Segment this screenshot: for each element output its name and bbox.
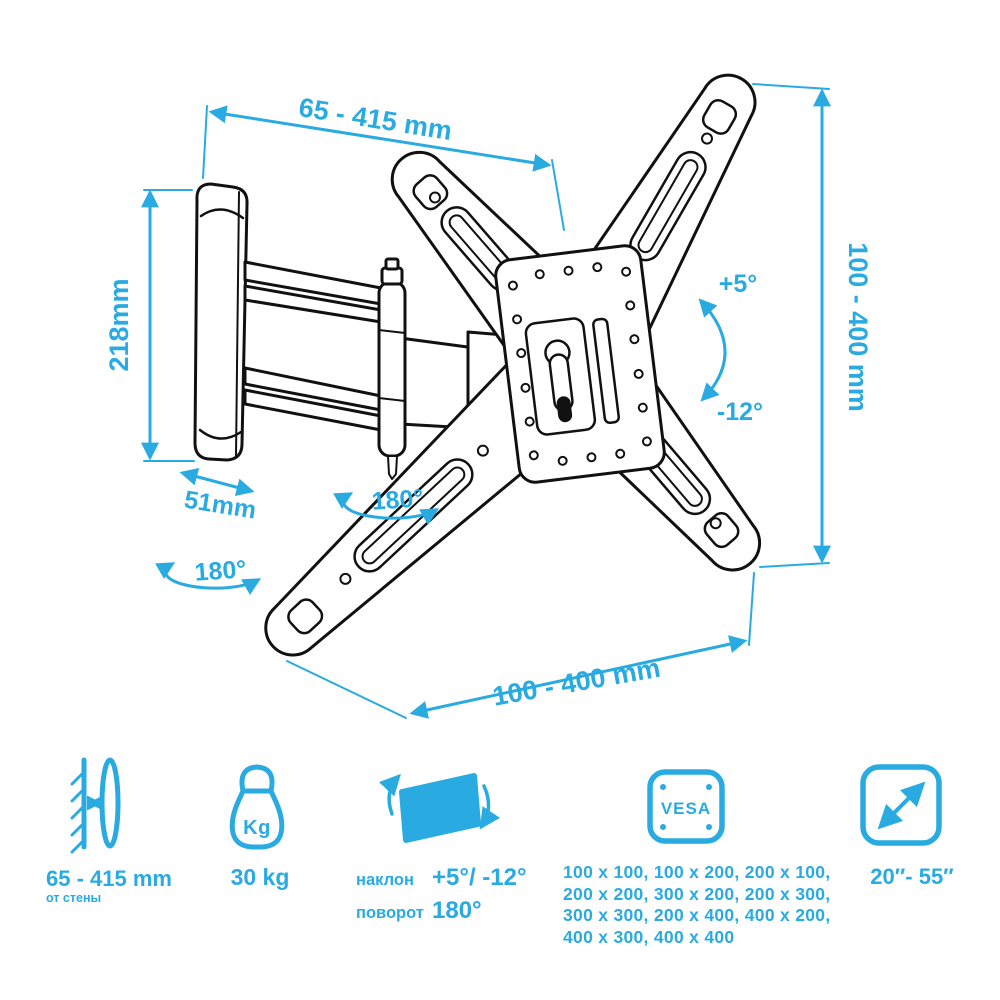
diagonal-icon	[860, 764, 942, 846]
dimension-lines	[141, 83, 831, 719]
vesa-sizes-list: 100 x 100, 100 x 200, 200 x 100, 200 x 2…	[563, 862, 863, 948]
vesa-sizes-line: 100 x 100, 100 x 200, 200 x 100,	[563, 862, 831, 882]
dim-bottom-line	[409, 635, 748, 719]
tilt-value: +5°/ -12°	[432, 864, 527, 891]
wall-distance-note: от стены	[46, 891, 102, 905]
vesa-sizes-line: 300 x 300, 200 x 400, 400 x 200,	[563, 905, 831, 925]
dim-bottom-label: 100 - 400 mm	[490, 653, 662, 712]
center-plate	[494, 244, 666, 484]
tilt-screen-icon	[378, 773, 501, 843]
weight-value: 30 kg	[230, 864, 290, 890]
lower-arm	[243, 366, 383, 432]
dim-right-label: 100 - 400 mm	[843, 242, 873, 412]
wall-distance-value: 65 - 415 mm	[46, 866, 172, 891]
vesa-icon-label: VESA	[661, 799, 711, 818]
tilt-spec-rows: наклон +5°/ -12° поворот 180°	[356, 864, 546, 925]
vesa-sizes-line: 200 x 200, 300 x 200, 200 x 300,	[563, 883, 831, 904]
wall-distance-icon	[70, 757, 121, 854]
swivel-row: поворот 180°	[356, 897, 546, 925]
upper-arm	[243, 260, 383, 324]
swivel-base-label: 180°	[194, 555, 248, 587]
dim-depth-label: 51mm	[182, 486, 258, 525]
kg-icon-label: Kg	[243, 817, 271, 839]
dim-top-line	[208, 105, 552, 172]
tilt-arc	[698, 298, 727, 402]
swivel-base-arc	[155, 562, 262, 595]
weight-icon	[229, 764, 285, 850]
spec-icons	[70, 757, 942, 854]
tilt-label: наклон	[356, 871, 414, 889]
hinge-column	[377, 257, 407, 480]
swivel-arm-arc	[333, 492, 440, 525]
vesa-sizes-line: 400 x 300, 400 x 400	[563, 926, 735, 947]
swivel-arm-label: 180°	[371, 484, 425, 516]
tilt-row: наклон +5°/ -12°	[356, 864, 546, 892]
wall-plate	[193, 182, 249, 462]
tilt-up-label: +5°	[719, 270, 758, 298]
vesa-icon	[647, 769, 725, 844]
dim-depth-line	[179, 467, 255, 497]
tilt-down-label: -12°	[717, 398, 763, 426]
swivel-value: 180°	[432, 897, 482, 924]
mount-drawing	[193, 73, 761, 657]
swivel-label: поворот	[356, 904, 424, 922]
dim-left-label: 218mm	[104, 278, 134, 371]
diagonal-value: 20″- 55″	[870, 864, 954, 889]
